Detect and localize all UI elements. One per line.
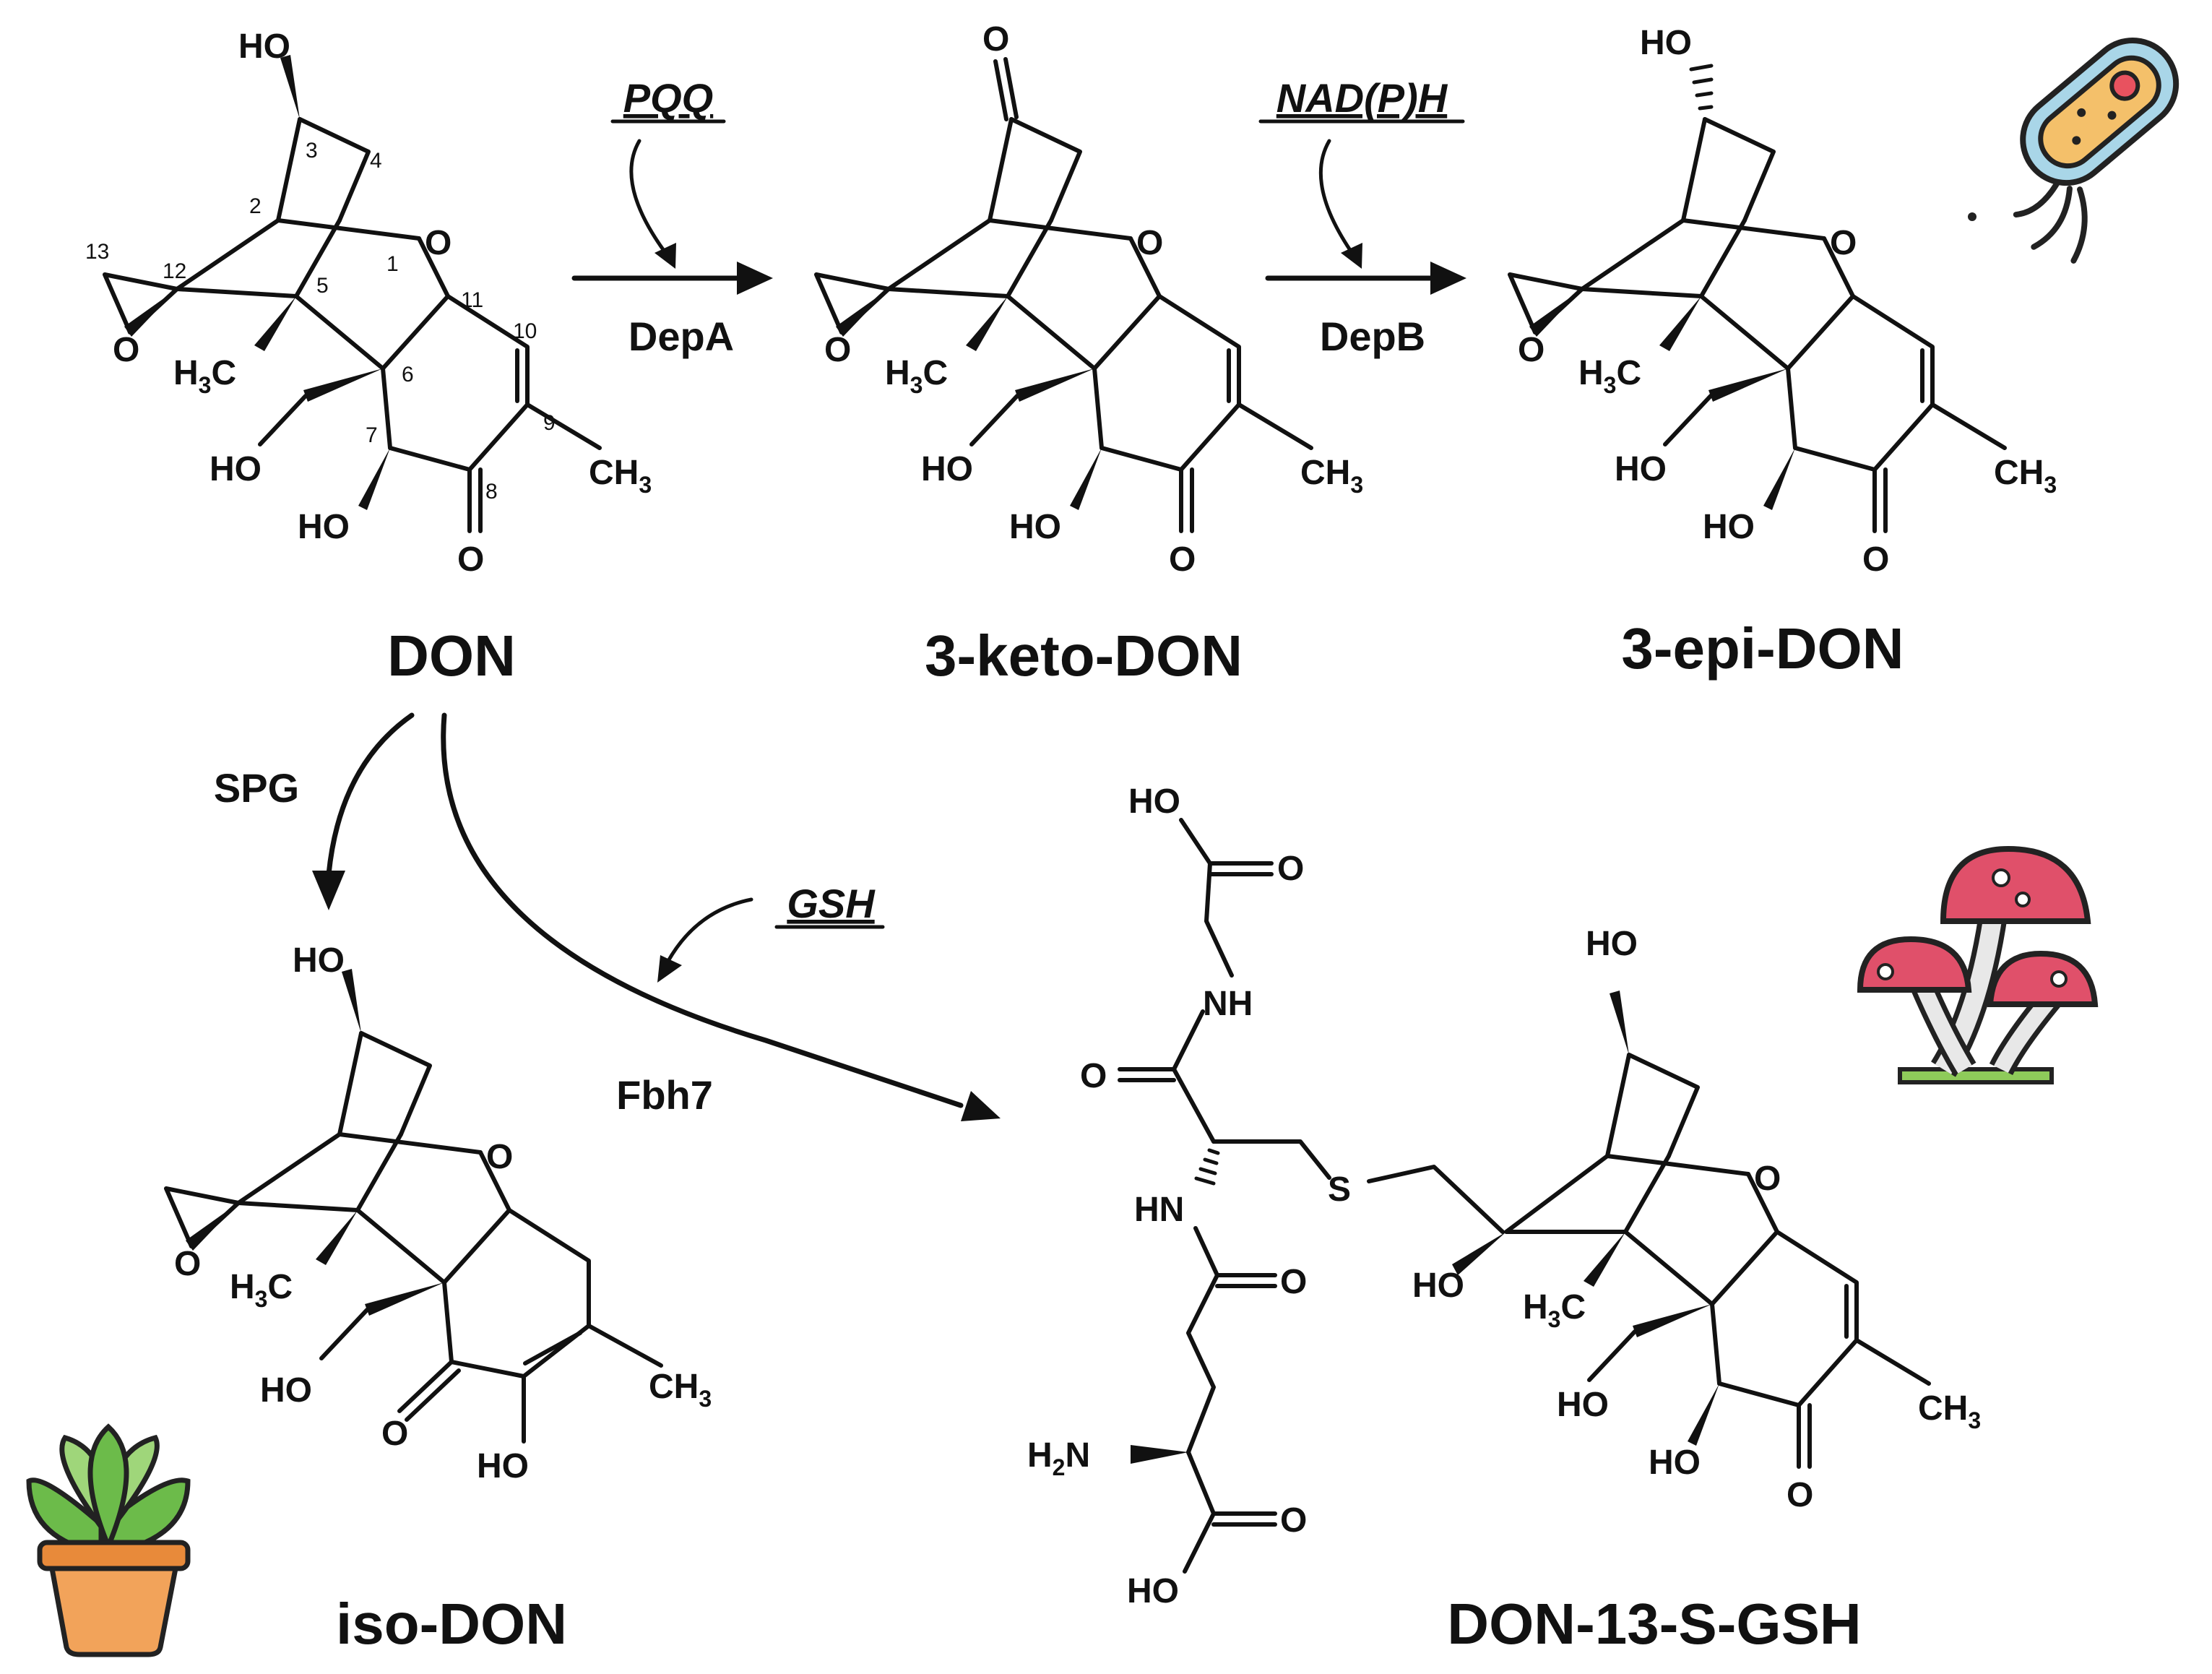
atom-number: 5: [316, 274, 329, 298]
atom-label: HO: [1412, 1267, 1464, 1305]
compound-label-don-13-s-gsh: DON-13-S-GSH: [1447, 1592, 1861, 1656]
atom-label: HN: [1134, 1191, 1184, 1229]
atom-label: HO: [1615, 450, 1667, 488]
atom-number: 9: [543, 411, 556, 435]
epi-don-structure: [1508, 64, 2007, 533]
atom-label: HO: [1640, 24, 1692, 62]
bacterium-icon: [2013, 37, 2179, 264]
gsh-peptide: [1118, 818, 1505, 1574]
atom-label: H3C: [230, 1268, 293, 1312]
atom-label: HO: [1127, 1572, 1179, 1610]
atom-label: O: [1277, 850, 1304, 888]
mushroom-icon: [1857, 845, 2099, 1084]
atom-label: HO: [1009, 508, 1061, 546]
arrow-fbh7: [441, 712, 1001, 1121]
atom-label: HO: [298, 508, 350, 546]
atom-number: 6: [402, 363, 414, 387]
atom-number: 12: [163, 259, 186, 283]
atom-label: HO: [293, 941, 345, 980]
atom-label: O: [1280, 1501, 1307, 1540]
atom-number: 2: [249, 194, 262, 218]
atom-label: O: [381, 1415, 408, 1453]
plant-icon: [26, 1423, 191, 1657]
compound-label-don: DON: [387, 624, 516, 688]
arrow-depB: [1265, 139, 1466, 295]
don-structure: [103, 55, 602, 533]
atom-label: O: [1787, 1476, 1813, 1514]
don-adduct-structure: [1452, 991, 1931, 1469]
atom-number: 10: [513, 319, 537, 343]
atom-label: H2N: [1027, 1436, 1090, 1480]
compound-label-iso-don: iso-DON: [336, 1592, 567, 1656]
atom-label: CH3: [649, 1368, 712, 1412]
atom-label: O: [457, 540, 484, 579]
atom-label: H3C: [173, 354, 236, 398]
atom-label: O: [1080, 1057, 1107, 1095]
atom-label: HO: [238, 27, 290, 66]
atom-label: O: [1280, 1263, 1307, 1301]
atom-label: O: [824, 331, 851, 369]
atom-label: HO: [477, 1447, 529, 1485]
dot: [1968, 212, 1976, 221]
atom-number: 13: [85, 240, 109, 264]
enzyme-depA: DepA: [628, 314, 734, 359]
atom-number: 3: [306, 139, 318, 163]
atom-number: 1: [386, 252, 399, 276]
atom-label: H3C: [1523, 1288, 1586, 1332]
atom-label: O: [174, 1245, 201, 1283]
atom-label: HO: [260, 1371, 312, 1410]
cofactor-nadph: NAD(P)H: [1276, 75, 1448, 121]
keto-don-structure: [814, 57, 1313, 533]
atom-label: HO: [1586, 925, 1638, 963]
atom-label: O: [1862, 540, 1889, 579]
atom-label: HO: [1128, 782, 1180, 821]
atom-label: CH3: [1994, 454, 2057, 498]
atom-label: CH3: [1918, 1389, 1981, 1433]
arrow-spg: [312, 712, 415, 910]
compound-label-keto-don: 3-keto-DON: [925, 624, 1243, 688]
atom-number: 7: [366, 423, 378, 447]
atom-label: H3C: [1578, 354, 1641, 398]
enzyme-fbh7: Fbh7: [616, 1072, 713, 1118]
atom-number: 8: [485, 480, 498, 504]
atom-label: H3C: [885, 354, 948, 398]
atom-label: HO: [1557, 1386, 1609, 1424]
cofactor-gsh: GSH: [787, 881, 876, 926]
atom-label: O: [1830, 224, 1857, 262]
atom-label: O: [1754, 1160, 1781, 1198]
atom-label: CH3: [589, 454, 652, 498]
atom-label: HO: [1703, 508, 1755, 546]
atom-label: O: [113, 331, 139, 369]
atom-label: CH3: [1300, 454, 1363, 498]
atom-label: S: [1328, 1170, 1351, 1209]
compound-label-epi-don: 3-epi-DON: [1621, 616, 1904, 681]
atom-label: HO: [921, 450, 973, 488]
atom-label: O: [1136, 224, 1163, 262]
atom-numbers: 1 2 3 4 5 6 7 8 9 10 11 12 13: [85, 139, 556, 504]
atom-label: HO: [1649, 1444, 1701, 1482]
atom-number: 4: [370, 149, 382, 173]
atom-number: 11: [461, 288, 483, 312]
arrow-depA: [571, 139, 773, 295]
atom-label: NH: [1203, 985, 1253, 1023]
atom-label: HO: [209, 450, 262, 488]
cofactor-pqq: PQQ: [623, 75, 713, 121]
iso-don-structure: [164, 969, 663, 1444]
atom-label: O: [425, 224, 452, 262]
atom-label: O: [1518, 331, 1544, 369]
atom-label: O: [982, 20, 1009, 59]
enzyme-depB: DepB: [1320, 314, 1425, 359]
atom-label: O: [1169, 540, 1196, 579]
enzyme-spg: SPG: [214, 765, 299, 811]
atom-label: O: [486, 1138, 513, 1176]
